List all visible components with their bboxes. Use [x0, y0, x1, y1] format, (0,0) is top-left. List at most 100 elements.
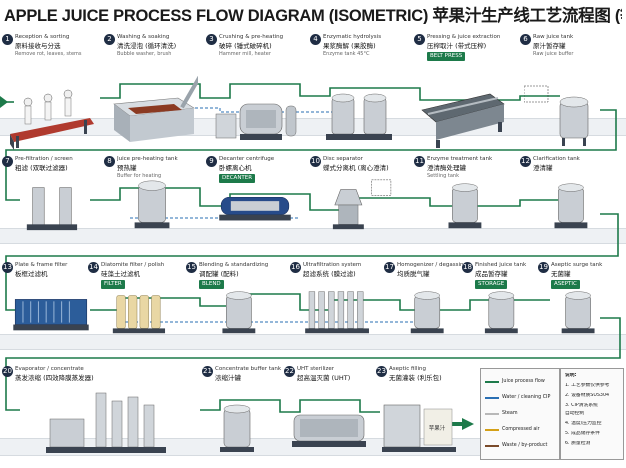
legend-item: Water / cleaning CIP	[485, 393, 559, 403]
step-number-badge: 6	[520, 34, 531, 45]
legend-label: Juice process flow	[502, 379, 545, 384]
process-step: 7 Pre-filtration / screen 粗滤 (双联过滤器)	[2, 156, 100, 231]
process-lane-2	[0, 228, 626, 244]
notes-line: 自动控制	[565, 411, 585, 416]
process-step: 17 Homogenizer / degassing 均质脱气罐	[384, 262, 482, 336]
step-chinese-label: 板框过滤机	[15, 270, 48, 278]
legend-label: Steam	[502, 411, 518, 416]
step-chinese-label: 预热罐	[117, 164, 137, 172]
equipment-tag: DECANTER	[219, 174, 256, 183]
step-english-label: Raw juice tank	[533, 34, 574, 40]
process-step: 8 Juice pre-heating tank 预热罐 Buffer for …	[104, 156, 202, 230]
step-english-label: Evaporator / concentrate	[15, 366, 84, 372]
legend-box: Juice process flow Water / cleaning CIP …	[480, 368, 560, 460]
step-number-badge: 18	[462, 262, 473, 273]
duplex-filter-icon	[26, 187, 78, 231]
step-english-label: Blending & standardizing	[199, 262, 269, 268]
step-number-badge: 23	[376, 366, 387, 377]
process-step: 23 Aseptic filling 无菌灌装 (利乐包) 苹果汁	[376, 366, 474, 460]
process-step: 4 Enzymatic hydrolysis 果浆酶解 (果胶酶) Enzyme…	[310, 34, 408, 152]
process-lane-3	[0, 334, 626, 350]
step-chinese-label: 果浆酶解 (果胶酶)	[323, 42, 376, 50]
buffer-tank-icon	[524, 85, 589, 146]
heating-tank-icon	[134, 180, 170, 229]
final-product-label: 苹果汁	[428, 426, 446, 432]
step-number-badge: 13	[2, 262, 13, 273]
blending-tank-icon	[222, 291, 256, 334]
step-chinese-label: 成品暂存罐	[475, 270, 508, 278]
step-number-badge: 15	[186, 262, 197, 273]
step-chinese-label: 超高温灭菌 (UHT)	[297, 374, 351, 382]
step-number-badge: 19	[538, 262, 549, 273]
step-chinese-label: 蒸发浓缩 (四效降膜蒸发器)	[15, 374, 94, 382]
process-step: 19 Aseptic surge tank 无菌罐 ASEPTIC	[538, 262, 624, 336]
step-english-label: Aseptic surge tank	[551, 262, 603, 268]
step-english-label: Decanter centrifuge	[219, 156, 275, 162]
step-number-badge: 8	[104, 156, 115, 167]
step-chinese-label: 超滤系统 (膜过滤)	[303, 270, 356, 278]
disc-separator-icon	[332, 179, 392, 230]
legend-label: Compressed air	[502, 427, 540, 432]
treatment-tank-icon	[448, 183, 482, 229]
step-number-badge: 10	[310, 156, 321, 167]
step-chinese-label: 澄清罐	[533, 164, 553, 172]
step-number-badge: 5	[414, 34, 425, 45]
process-step: 14 Diatomite filter / polish 硅藻土过滤机 FILT…	[88, 262, 186, 336]
step-english-label: Enzyme treatment tank	[427, 156, 493, 162]
step-chinese-label: 原料接收与分选	[15, 42, 61, 50]
process-step: 16 Ultrafiltration system 超滤系统 (膜过滤)	[290, 262, 388, 336]
notes-box: 说明: 1. 工艺参数仅供参考 2. 设备材质SUS304 3. CIP清洗系统…	[560, 368, 624, 460]
step-chinese-label: 破碎 (锤式破碎机)	[219, 42, 272, 50]
step-english-label: UHT sterilizer	[297, 366, 335, 372]
storage-tank-icon	[484, 291, 518, 334]
step-chinese-label: 浓缩汁罐	[215, 374, 241, 382]
equipment-tag: STORAGE	[475, 280, 508, 289]
step-number-badge: 21	[202, 366, 213, 377]
step-chinese-label: 蝶式分离机 (离心澄清)	[323, 164, 389, 172]
step-number-badge: 9	[206, 156, 217, 167]
step-chinese-label: 均质脱气罐	[397, 270, 430, 278]
legend-item: Waste / by-product	[485, 441, 559, 451]
step-number-badge: 14	[88, 262, 99, 273]
legend-item: Juice process flow	[485, 377, 559, 387]
step-chinese-label: 调配罐 (配料)	[199, 270, 239, 278]
step-english-label: Pre-filtration / screen	[15, 156, 73, 162]
equipment-tag: ASEPTIC	[551, 280, 580, 289]
notes-line: 5. 成品储存条件	[565, 431, 600, 436]
process-step: 21 Concentrate buffer tank 浓缩汁罐	[202, 366, 300, 460]
step-chinese-label: 卧螺离心机	[219, 164, 252, 172]
step-english-label: Ultrafiltration system	[303, 262, 362, 268]
process-step: 22 UHT sterilizer 超高温灭菌 (UHT)	[284, 366, 382, 460]
step-note: Bubble washer, brush	[117, 51, 172, 57]
process-step: 1 Reception & sorting 原料接收与分选 Remove rot…	[2, 34, 100, 152]
step-note: Enzyme tank 45°C	[323, 51, 370, 57]
step-chinese-label: 澄清酶处理罐	[427, 164, 466, 172]
step-chinese-label: 压榨取汁 (带式压榨)	[427, 42, 487, 50]
legend-item: Steam	[485, 409, 559, 419]
legend-item: Compressed air	[485, 425, 559, 435]
step-english-label: Concentrate buffer tank	[215, 366, 282, 372]
step-english-label: Plate & frame filter	[15, 262, 68, 268]
notes-line: 4. 温度/压力监控	[565, 421, 602, 426]
filler-icon	[382, 404, 456, 452]
belt-press-icon	[421, 93, 505, 148]
step-english-label: Diatomite filter / polish	[101, 262, 165, 268]
process-step: 6 Raw juice tank 原汁暂存罐 Raw juice buffer	[520, 34, 618, 152]
step-number-badge: 20	[2, 366, 13, 377]
step-number-badge: 1	[2, 34, 13, 45]
concentrate-tank-icon	[220, 404, 254, 452]
process-step: 3 Crushing & pre-heating 破碎 (锤式破碎机) Hamm…	[206, 34, 304, 152]
step-english-label: Juice pre-heating tank	[117, 156, 178, 162]
equipment-tag: FILTER	[101, 280, 125, 289]
step-note: Hammer mill, heater	[219, 51, 271, 57]
process-step: 9 Decanter centrifuge 卧螺离心机 DECANTER	[206, 156, 304, 230]
diatomite-filter-icon	[112, 295, 166, 334]
step-english-label: Disc separator	[323, 156, 363, 162]
step-number-badge: 12	[520, 156, 531, 167]
evaporator-icon	[46, 392, 166, 453]
step-english-label: Crushing & pre-heating	[219, 34, 284, 40]
step-number-badge: 4	[310, 34, 321, 45]
ultrafiltration-icon	[305, 291, 369, 334]
step-number-badge: 22	[284, 366, 295, 377]
process-step: 5 Pressing & juice extraction 压榨取汁 (带式压榨…	[414, 34, 512, 152]
